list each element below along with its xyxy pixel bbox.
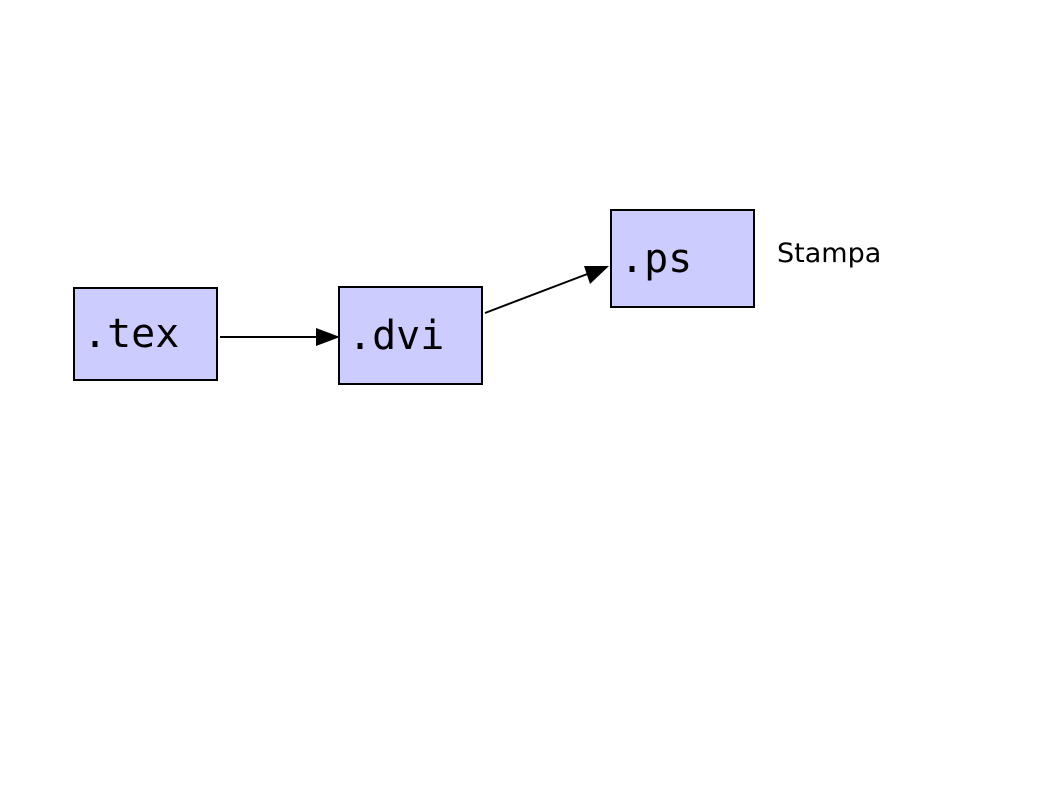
edge-dvi-to-ps-arrowhead [584,266,609,284]
edge-dvi-to-ps [484,266,609,314]
edge-tex-to-dvi-arrowhead [316,328,340,346]
annotation-stampa: Stampa [777,238,882,269]
node-dvi[interactable]: .dvi [338,286,483,385]
edge-tex-to-dvi [220,328,340,346]
node-tex[interactable]: .tex [73,287,218,381]
node-ps-label: .ps [620,235,693,282]
node-tex-label: .tex [83,311,180,357]
edge-dvi-to-ps-line [484,272,591,314]
node-ps[interactable]: .ps [610,209,755,308]
node-dvi-label: .dvi [348,312,445,359]
